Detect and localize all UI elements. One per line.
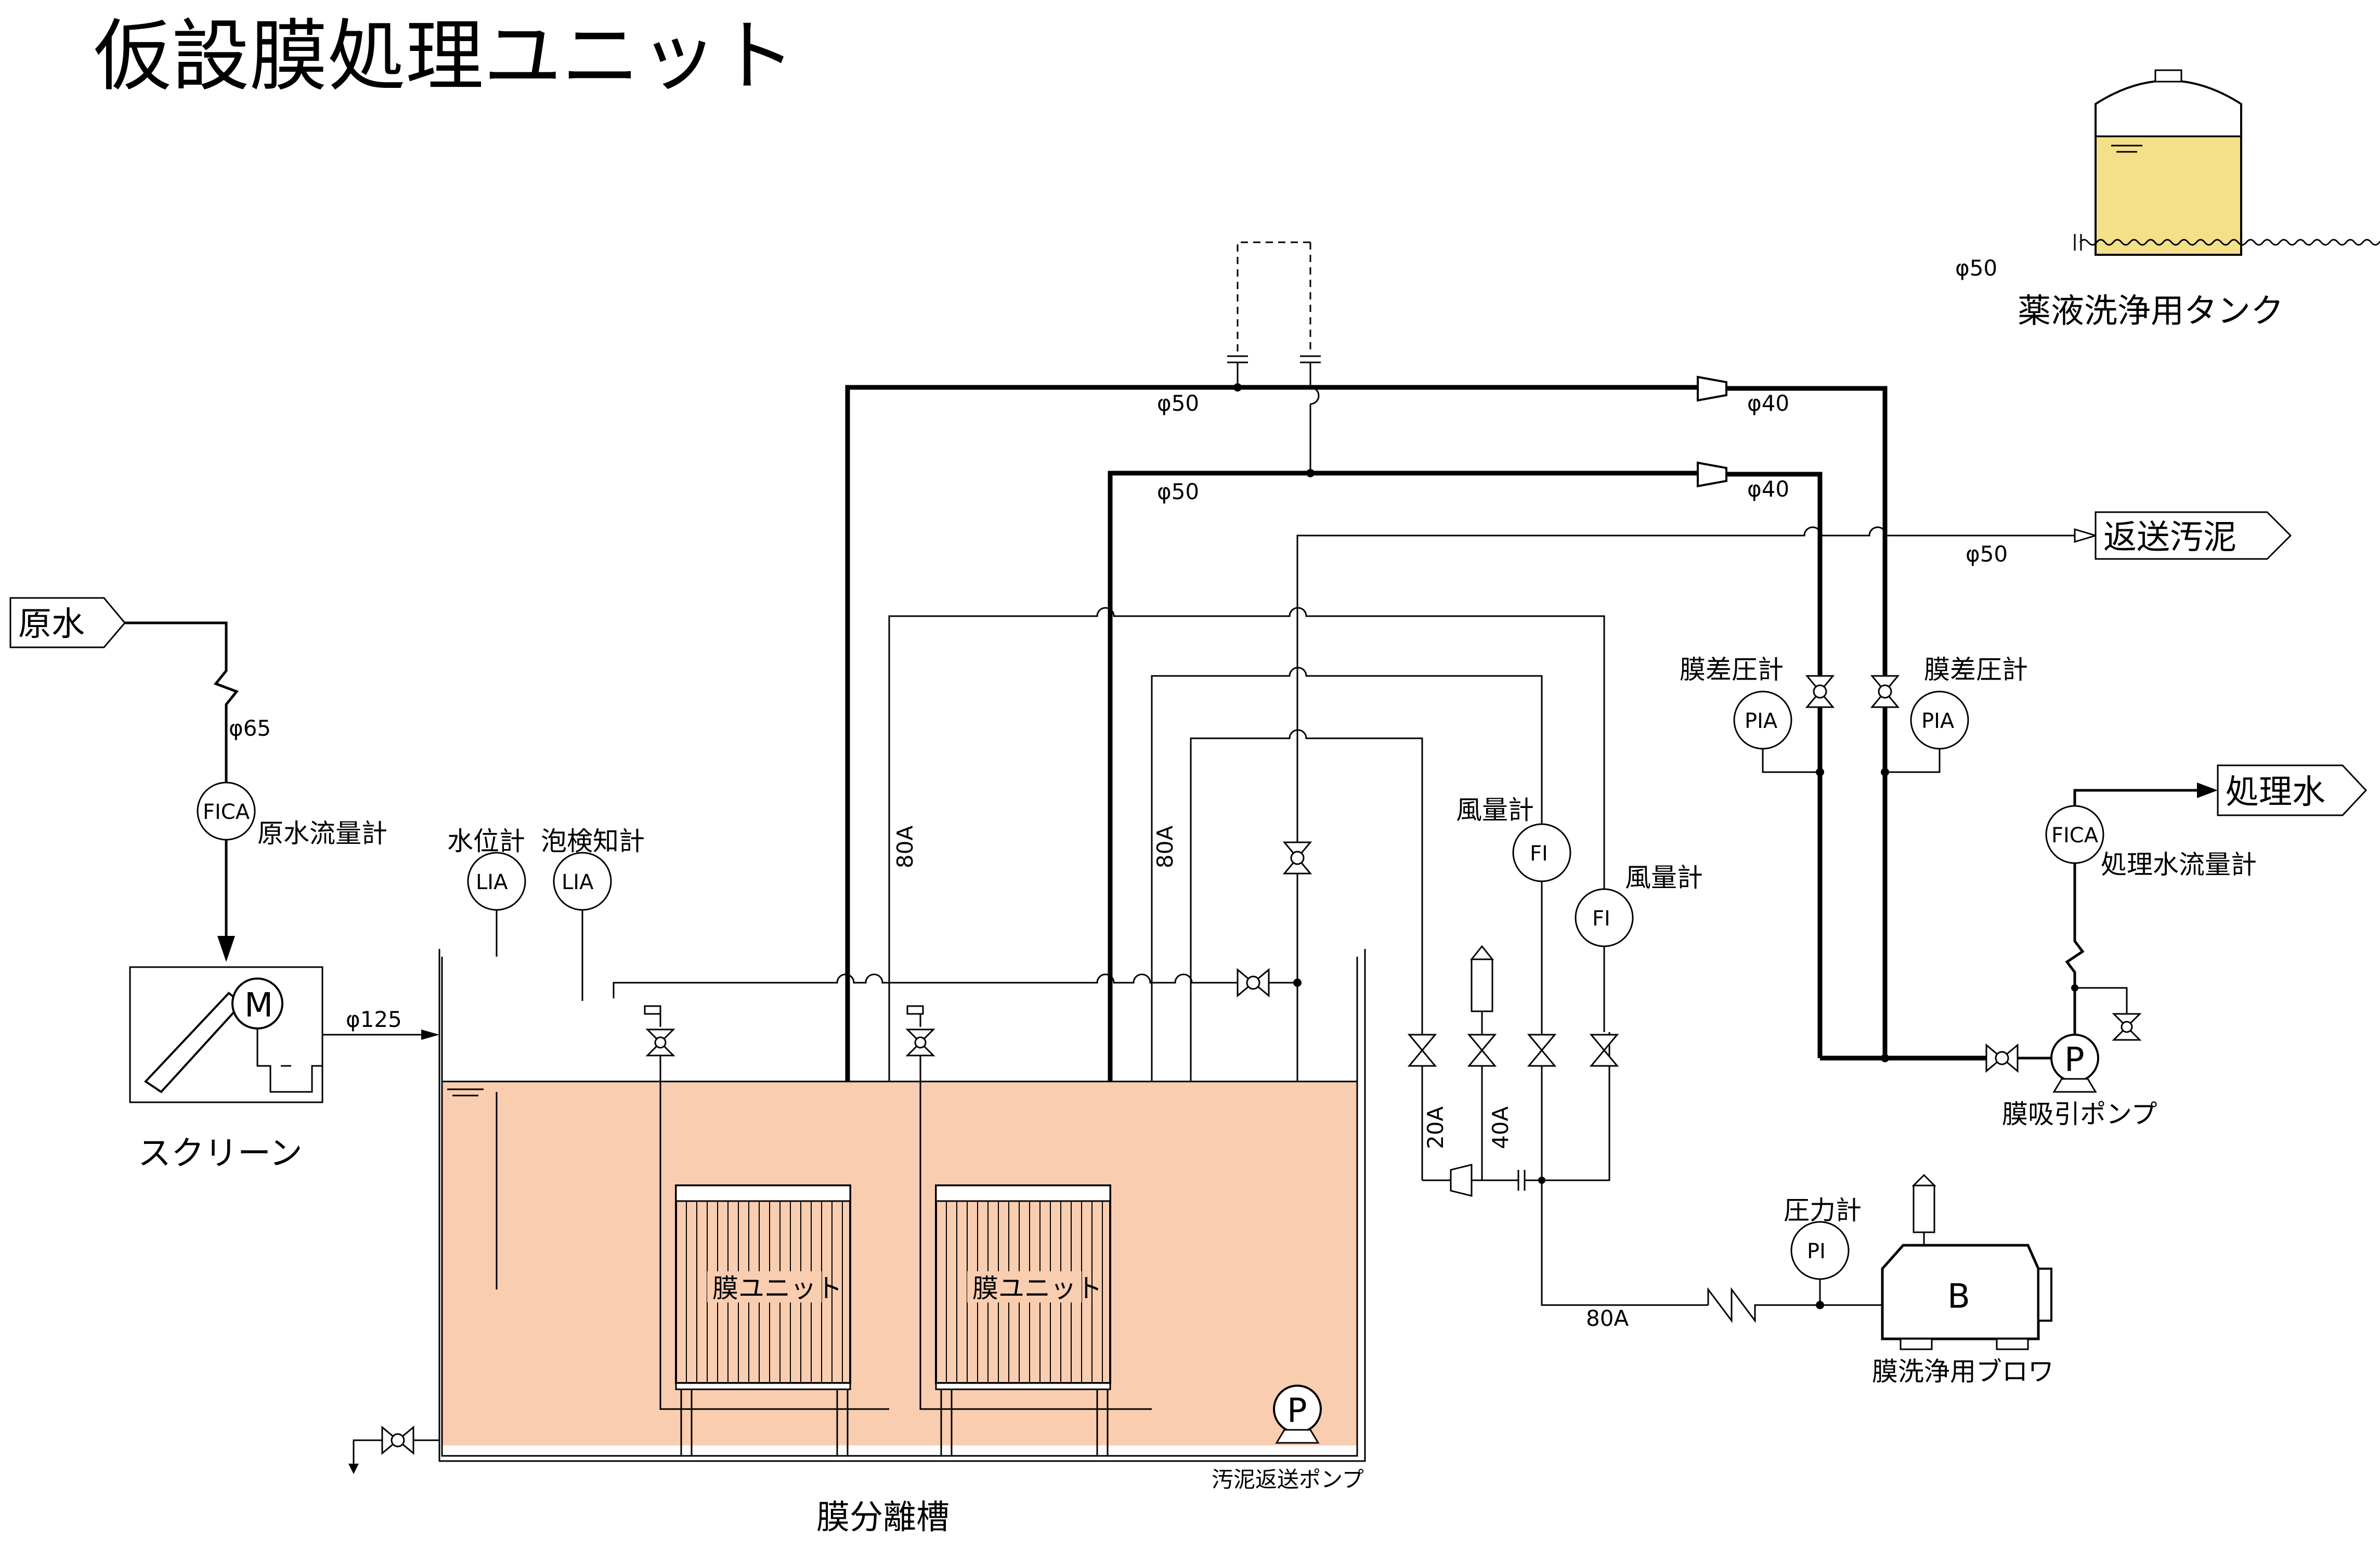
blower-label: 膜洗浄用ブロワ: [1872, 1357, 2054, 1387]
svg-text:処理水流量計: 処理水流量計: [2101, 850, 2257, 880]
fi-2: FI 風量計: [1575, 863, 1703, 947]
valve-pia-1[interactable]: [1805, 675, 1835, 708]
svg-text:PIA: PIA: [1745, 709, 1778, 733]
valve-sample[interactable]: [2112, 1013, 2142, 1041]
pia-1: PIA 膜差圧計: [1680, 655, 1820, 773]
svg-text:風量計: 風量計: [1625, 863, 1703, 893]
return-sludge-tag: 返送汚泥: [2095, 511, 2292, 560]
blower-main-size: 80A: [1586, 1306, 1629, 1331]
svg-text:FI: FI: [1530, 842, 1548, 866]
screen-label: スクリーン: [138, 1135, 303, 1173]
svg-text:処理水: 処理水: [2226, 773, 2325, 812]
chem-hose-line: [2079, 239, 2380, 246]
svg-text:膜ユニット: 膜ユニット: [972, 1273, 1102, 1304]
svg-text:PIA: PIA: [1921, 709, 1955, 733]
valve-drain[interactable]: [381, 1425, 414, 1455]
lia-level: LIA 水位計: [447, 826, 526, 957]
treated-water-tag: 処理水: [2217, 764, 2368, 816]
diagram-title: 仮設膜処理ユニット: [94, 11, 796, 102]
fi-1: FI 風量計: [1456, 795, 1571, 882]
reducer-upper-size: φ40: [1747, 390, 1789, 416]
air-branch-mid-size: 40A: [1488, 1106, 1513, 1149]
blower: B: [1881, 1174, 2052, 1350]
svg-text:膜ユニット: 膜ユニット: [712, 1273, 842, 1304]
svg-text:返送汚泥: 返送汚泥: [2103, 518, 2236, 557]
tank-label: 膜分離槽: [816, 1498, 950, 1537]
chem-line-size: φ50: [1955, 255, 1997, 281]
header-upper-size: φ50: [1157, 390, 1199, 416]
fica-treated: FICA 処理水流量計: [2045, 805, 2257, 880]
svg-text:PI: PI: [1807, 1240, 1826, 1263]
scour-valve-2[interactable]: [905, 1005, 1152, 1410]
svg-text:膜差圧計: 膜差圧計: [1680, 655, 1784, 685]
sludge-pump: P: [1273, 1385, 1322, 1444]
valve-air-4[interactable]: [1589, 1034, 1619, 1067]
permeate-header-upper: [845, 385, 1698, 1185]
svg-text:B: B: [1947, 1278, 1970, 1316]
reducer-lower-size: φ40: [1747, 476, 1789, 502]
svg-text:LIA: LIA: [562, 870, 594, 894]
svg-text:風量計: 風量計: [1456, 795, 1534, 825]
suction-pump-label: 膜吸引ポンプ: [2002, 1099, 2157, 1129]
raw-in-size: φ65: [229, 715, 271, 741]
svg-text:FICA: FICA: [2051, 824, 2099, 848]
valve-air-2[interactable]: [1467, 1034, 1497, 1067]
svg-text:P: P: [2064, 1041, 2085, 1079]
svg-text:膜差圧計: 膜差圧計: [1924, 655, 2028, 685]
air-branch-small: [1190, 729, 1423, 1362]
header-lower-size: φ50: [1157, 479, 1199, 504]
svg-text:LIA: LIA: [476, 870, 508, 894]
raw-water-tag: 原水: [9, 597, 126, 648]
reducer-lower: [1697, 461, 1727, 488]
valve-air-3[interactable]: [1527, 1034, 1557, 1067]
svg-text:水位計: 水位計: [447, 826, 525, 856]
svg-text:FI: FI: [1592, 907, 1610, 931]
svg-text:P: P: [1287, 1392, 1307, 1430]
scour-valve-1[interactable]: [644, 1005, 889, 1410]
air-drop-1: [888, 607, 1605, 1409]
svg-text:M: M: [244, 986, 273, 1025]
lia-foam: LIA 泡検知計: [541, 826, 645, 1001]
raw-water-line: [125, 621, 239, 941]
fica-raw: FICA 原水流量計: [197, 781, 387, 849]
svg-text:原水: 原水: [18, 605, 85, 644]
svg-text:泡検知計: 泡検知計: [541, 826, 645, 856]
svg-text:FICA: FICA: [203, 800, 250, 824]
sludge-pump-label: 汚泥返送ポンプ: [1212, 1467, 1364, 1492]
air-branch-small-size: 20A: [1423, 1106, 1448, 1149]
chem-tank: [2095, 69, 2242, 256]
suction-pump: P: [2050, 1034, 2099, 1093]
pia-2: PIA 膜差圧計: [1885, 655, 2028, 773]
valve-return-sludge[interactable]: [1282, 841, 1312, 875]
return-sludge-line: [1296, 526, 2075, 1404]
valve-tank-air[interactable]: [1237, 968, 1270, 998]
membrane-tank: [438, 949, 1366, 1462]
reducer-upper: [1697, 375, 1727, 402]
screen-out-size: φ125: [346, 1007, 402, 1032]
permeate-header-lower: [1108, 471, 1698, 1185]
chem-dash-branch: [1237, 241, 1310, 354]
svg-text:圧力計: 圧力計: [1784, 1195, 1862, 1226]
air-drop-1-size: 80A: [892, 826, 918, 868]
return-sludge-size: φ50: [1966, 541, 2008, 567]
valve-pia-2[interactable]: [1870, 675, 1900, 708]
screen: M: [129, 966, 323, 1103]
chem-tank-label: 薬液洗浄用タンク: [2018, 292, 2284, 331]
svg-text:原水流量計: 原水流量計: [257, 818, 387, 849]
air-drop-2-size: 80A: [1152, 826, 1178, 868]
membrane-unit-2: 膜ユニット: [935, 1184, 1111, 1456]
valve-suction[interactable]: [1985, 1043, 2019, 1073]
valve-air-1[interactable]: [1407, 1034, 1437, 1067]
membrane-unit-1: 膜ユニット: [675, 1184, 851, 1456]
pi-blower: PI 圧力計: [1784, 1195, 1862, 1309]
air-drop-2: [1151, 667, 1543, 1409]
